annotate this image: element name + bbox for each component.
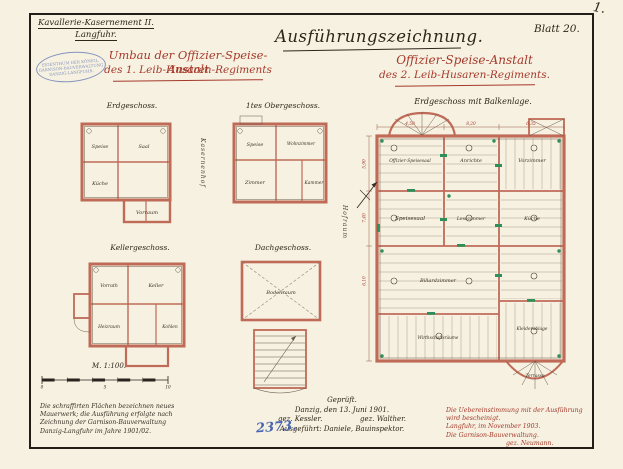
plan1-walls [80,122,172,224]
scale-tick: 10 [165,385,171,390]
notes-left-line4: Danzig-Langfuhr im Jahre 1901/02. [40,427,152,435]
room-label: Billardzimmer [419,278,457,284]
right-title-line1: Offizier-Speise-Anstalt [396,53,533,67]
plan-erdgeschoss-title: Erdgeschoss. [106,101,158,110]
right-title-line2: des 2. Leib-Husaren-Regiments. [378,69,551,81]
sheet-border [29,13,594,449]
plan-obergeschoss-drawing: Speise Wohnzimmer Zimmer Kammer [232,115,328,204]
notes-left-line3: Zeichnung der Garnison-Bauverwaltung [40,419,167,427]
notes-right-line2: wird bescheinigt. [446,415,501,423]
plan4-roof-lines [241,261,321,321]
notes-left-line2: Mauerwerk; die Ausführung erfolgte nach [40,411,173,419]
beam-layout [379,138,562,359]
site-line1: Kavallerie-Kasernement II. [38,18,154,29]
dim-value: 6,10 [363,276,368,286]
approval-checked: Geprüft. [327,396,357,404]
room-label: Kleiderablage [515,327,547,332]
plan3-detail-lines [73,266,182,344]
plan4-stair-treads [253,335,307,394]
notes-right-signature: gez. Neumann. [506,439,554,447]
hauptplan-detail-lines [379,112,565,389]
main-title: Ausführungszeichnung. [275,27,484,46]
plan2-room-labels: Speise Wohnzimmer Zimmer Kammer [244,141,324,186]
room-label: Anrichte [459,158,482,164]
room-label: Vorzimmer [518,158,546,164]
notes-left: Die schraffirten Flächen bezeichnen neue… [40,403,215,436]
dim-value: 5,90 [363,159,368,169]
notes-right-line1: Die Uebereinstimmung mit der Ausführung [446,407,583,414]
plan-hauptplan-title: Erdgeschoss mit Balkenlage. [414,97,532,106]
plan-dachgeschoss-drawing: Bodenraum [240,260,322,394]
hauptplan-room-labels: Offizier-Speisesaal Anrichte Vorzimmer S… [389,158,548,379]
room-label: Heizraum [97,325,120,330]
notes-right-line3: Langfuhr, im November 1903. [446,423,541,431]
room-label: Speisesaal [395,216,425,222]
dim-value: 8,20 [466,122,476,127]
approval-block: Geprüft. Danzig, den 13. Juni 1901. gez.… [272,396,412,434]
north-arrow-icon [356,181,378,209]
site-designation: Kavallerie-Kasernement II. Langfuhr. [38,17,154,41]
stair-arrow-head [291,336,296,341]
room-label: Zimmer [244,180,266,186]
plan1-side-label: Kasernenhof [199,138,206,188]
room-label: Speise [247,142,264,148]
scale-bar-segments [42,378,156,382]
dim-value: 4,50 [404,122,415,127]
plan-dachgeschoss-title: Dachgeschoss. [254,243,312,252]
reference-circles [390,144,538,340]
hauptplan-walls [375,111,566,380]
signature-2: gez. Walther. [359,415,406,423]
signature-1: gez. Kessler. [278,415,323,423]
approval-date: Danzig, den 13. Juni 1901. [294,405,390,414]
room-label: Bodenraum [265,290,296,296]
room-label: Keller [147,283,164,289]
plan2-walls [232,122,328,204]
room-label: Vorrath [100,283,118,289]
sheet-number: Blatt 20. [534,23,580,35]
room-label: Lesezimmer [456,216,486,222]
dimension-lines [366,124,565,362]
notes-right: Die Uebereinstimmung mit der Ausführung … [446,407,596,448]
room-label: Offizier-Speisesaal [389,159,431,164]
archive-number: 2373. [255,418,298,437]
room-label: Saal [139,144,150,150]
plan-erdgeschoss-drawing: Speise Saal Küche Vorraum [80,122,172,224]
room-label: Kammer [304,181,325,186]
notes-right-line4: Die Garnison-Bauverwaltung. [446,431,539,439]
scale-tick: 0 [41,385,44,390]
room-label: Vorraum [136,210,158,216]
notes-left-line1: Die schraffirten Flächen bezeichnen neue… [40,403,175,410]
scale-bar: 0 5 10 [41,376,171,390]
dim-value: 6,35 [526,122,536,127]
scale-label: M. 1:100. [91,362,126,370]
room-label: Terrasse [525,374,545,379]
plan1-detail-lines [84,126,168,198]
plan-kellergeschoss-drawing: Vorrath Keller Heizraum Kohlen [73,262,186,368]
approval-executed: Ausgeführt: Daniele, Bauinspektor. [279,424,405,433]
dimension-values: 4,50 8,20 6,35 5,90 7,40 6,10 [363,122,537,286]
plan4-walls [240,260,322,389]
room-label: Kohlen [161,325,178,330]
room-label: Küche [523,216,540,222]
plan-hauptplan-drawing: 4,50 8,20 6,35 5,90 7,40 6,10 Offizier-S… [356,111,566,389]
scale-bar-ticks: 0 5 10 [41,385,171,390]
left-title-line1: Umbau der Offizier-Speise-Anstalt [108,48,268,76]
plan-kellergeschoss-title: Kellergeschoss. [110,243,170,252]
room-label: Wirthschaftsräume [418,335,459,340]
room-label: Küche [91,181,108,187]
plan3-walls [73,262,186,368]
site-line2: Langfuhr. [75,30,117,41]
room-label: Wohnzimmer [287,141,316,146]
plan3-room-labels: Vorrath Keller Heizraum Kohlen [97,283,178,330]
scale-tick: 5 [104,385,107,390]
left-title-line2: des 1. Leib-Husaren-Regiments [104,64,272,76]
room-label: Speise [92,144,109,150]
plan2-detail-lines [236,115,324,200]
plan-obergeschoss-title: 1tes Obergeschoss. [245,101,321,110]
dim-value: 7,40 [363,213,368,223]
hauptplan-side-label: Hofraum [341,205,348,240]
plan1-room-labels: Speise Saal Küche Vorraum [91,144,158,216]
new-work-green-marks [377,139,561,358]
corner-page-mark: 1. [591,0,607,17]
